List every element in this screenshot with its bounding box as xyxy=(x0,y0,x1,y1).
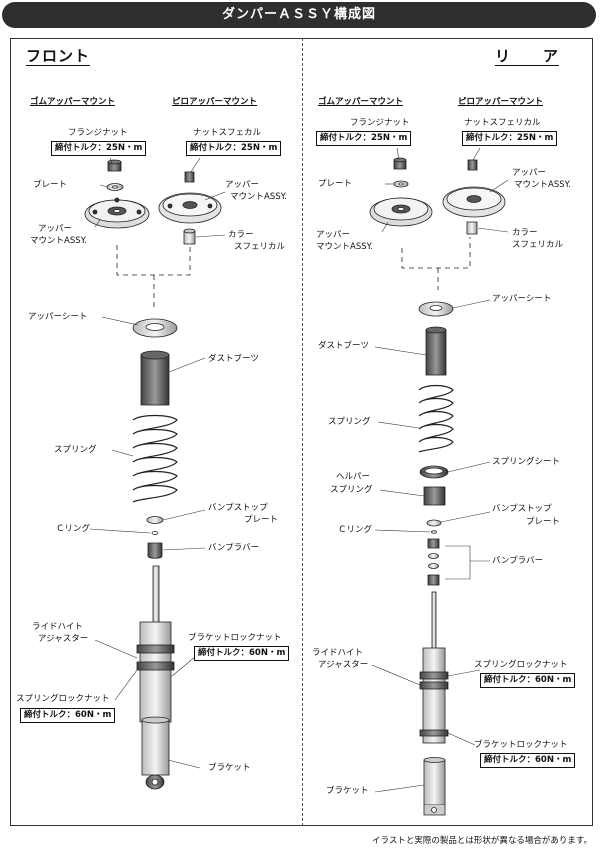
rear-flange-nut xyxy=(393,157,407,170)
rear-helper-label-a: ヘルパー xyxy=(336,472,371,482)
front-flange-torque: 締付トルク：25N・m xyxy=(51,141,147,156)
rear-nut-spherical-label: ナットスフェリカル xyxy=(464,118,541,128)
front-collar-label-b: スフェリカル xyxy=(234,242,286,252)
front-upper-mount-rubber xyxy=(84,197,150,229)
rear-dust-boot-label: ダストブーツ xyxy=(318,341,369,351)
front-spring-label: スプリング xyxy=(54,445,97,455)
rear-ride-height-label-b: アジャスター xyxy=(318,660,369,670)
front-bump-plate-label-b: プレート xyxy=(244,515,279,525)
rear-upper-mount-rubber xyxy=(369,197,433,227)
rear-spring xyxy=(418,384,454,453)
front-flange-nut xyxy=(107,159,122,172)
rear-flange-torque: 締付トルク：25N・m xyxy=(316,131,412,146)
front-plate-label: プレート xyxy=(33,180,68,190)
front-upper-mount-label-a: アッパー xyxy=(38,224,73,234)
rear-helper-spring xyxy=(423,486,446,506)
front-collar-label-a: カラー xyxy=(228,230,254,240)
footer-note: イラストと実際の製品とは形状が異なる場合があります。 xyxy=(372,836,592,846)
rear-bump-rubber xyxy=(427,538,440,586)
rear-upper-mount-label-b: マウントASSY. xyxy=(316,242,373,252)
center-divider xyxy=(302,38,303,826)
rear-rubber-mount-title: ゴムアッパーマウント xyxy=(318,97,404,107)
rear-leader-lines xyxy=(371,147,509,793)
front-upper-mount-label-b: マウントASSY. xyxy=(30,236,87,246)
rear-spherical-torque: 締付トルク：25N・m xyxy=(462,131,558,146)
rear-bump-plate-label-b: プレート xyxy=(526,517,561,527)
rear-upper-mount-label-a: アッパー xyxy=(316,230,351,240)
rear-bracket-label: ブラケット xyxy=(326,786,369,796)
front-bracket xyxy=(141,719,170,776)
front-upper-mount2-label-b: マウントASSY. xyxy=(230,192,287,202)
rear-c-ring-label: Ｃリング xyxy=(338,525,373,535)
front-spherical-torque: 締付トルク：25N・m xyxy=(186,141,282,156)
front-damper xyxy=(136,565,175,790)
front-spring-torque: 締付トルク：60N・m xyxy=(20,708,116,723)
rear-c-ring xyxy=(431,530,437,534)
rear-collar xyxy=(466,221,478,235)
front-heading: フロント xyxy=(26,47,91,66)
rear-bracket xyxy=(423,759,446,806)
rear-bracket-locknut-label: ブラケットロックナット xyxy=(474,740,568,750)
front-ride-height-label-a: ライドハイト xyxy=(32,622,83,632)
front-upper-mount2-label-a: アッパー xyxy=(225,180,260,190)
front-dust-boot-label: ダストブーツ xyxy=(208,354,259,364)
front-nut-spherical-label: ナットスフェカル xyxy=(193,128,262,138)
front-upper-mount-pillow xyxy=(158,171,222,245)
rear-collar-label-b: スフェリカル xyxy=(512,240,564,250)
rear-upper-mount2-label-b: マウントASSY. xyxy=(514,180,571,190)
rear-bracket-torque: 締付トルク：60N・m xyxy=(480,753,576,768)
rear-spring-label: スプリング xyxy=(328,417,371,427)
front-pillow-mount-title: ピロアッパーマウント xyxy=(172,97,258,107)
front-dust-boot xyxy=(140,350,170,406)
front-flange-nut-label: フランジナット xyxy=(68,128,128,138)
rear-damper xyxy=(419,591,449,816)
rear-spring-seat-label: スプリングシート xyxy=(492,457,561,467)
page-title: ダンパーＡＳＳＹ構成図 xyxy=(2,2,596,28)
rear-bump-plate xyxy=(426,519,442,527)
front-bump-plate xyxy=(146,516,164,524)
front-bracket-torque: 締付トルク：60N・m xyxy=(194,646,290,661)
front-bracket-label: ブラケット xyxy=(208,763,251,773)
diagram-panel xyxy=(10,38,593,826)
front-rubber-mount-title: ゴムアッパーマウント xyxy=(30,97,116,107)
front-ride-height-label-b: アジャスター xyxy=(38,634,89,644)
front-bump-rubber xyxy=(147,542,163,559)
front-c-ring-label: Ｃリング xyxy=(56,524,91,534)
front-upper-seat-label: アッパーシート xyxy=(28,312,88,322)
rear-collar-label-a: カラー xyxy=(512,228,538,238)
rear-spring-torque: 締付トルク：60N・m xyxy=(480,673,576,688)
front-connector xyxy=(116,245,191,310)
rear-upper-mount-pillow xyxy=(442,159,506,235)
rear-dust-boot xyxy=(425,326,447,376)
rear-flange-nut-label: フランジナット xyxy=(350,118,410,128)
rear-upper-mount2-label-a: アッパー xyxy=(512,168,547,178)
front-spring xyxy=(132,414,178,503)
front-spring-locknut-label: スプリングロックナット xyxy=(16,694,110,704)
rear-bump-plate-label-a: バンプストップ xyxy=(492,504,552,514)
front-c-ring xyxy=(151,531,159,535)
rear-plate-label: プレート xyxy=(318,179,353,189)
rear-helper-label-b: スプリング xyxy=(330,485,373,495)
rear-heading: リ ア xyxy=(495,47,560,66)
front-bump-plate-label-a: バンプストップ xyxy=(208,503,268,513)
rear-spring-locknut-label: スプリングロックナット xyxy=(474,660,568,670)
rear-pillow-mount-title: ピロアッパーマウント xyxy=(458,97,544,107)
front-leader-lines xyxy=(89,157,226,769)
front-bump-rubber-label: バンプラバー xyxy=(208,543,260,553)
rear-bump-rubber-label: バンプラバー xyxy=(492,556,544,566)
rear-ride-height-label-a: ライドハイト xyxy=(312,648,363,658)
rear-connector xyxy=(401,237,471,290)
rear-upper-seat-label: アッパーシート xyxy=(492,294,552,304)
front-bracket-locknut-label: ブラケットロックナット xyxy=(188,633,282,643)
